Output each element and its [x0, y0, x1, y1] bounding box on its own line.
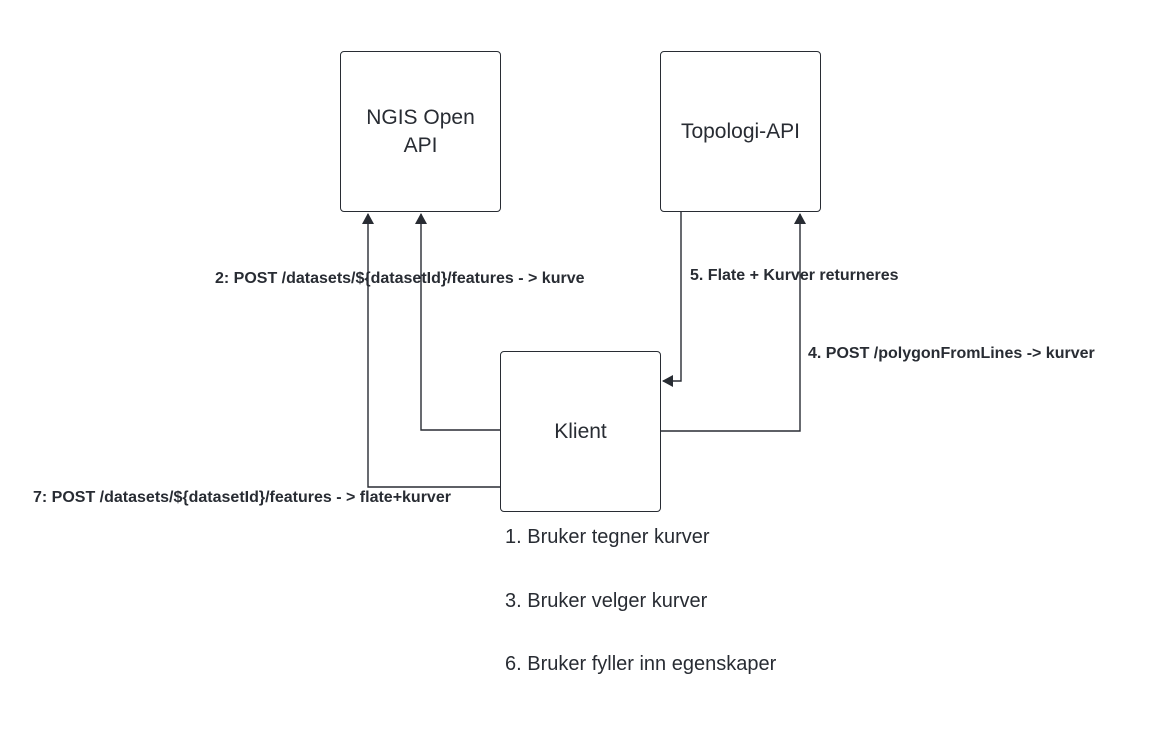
edge-7-connector: [362, 213, 500, 488]
step-3-text: 3. Bruker velger kurver: [505, 590, 708, 612]
node-topologi-label: Topologi-API: [680, 119, 801, 143]
step-6-text: 6. Bruker fyller inn egenskaper: [505, 653, 777, 675]
step-1-text: 1. Bruker tegner kurver: [505, 526, 710, 548]
edge-5-label: 5. Flate + Kurver returneres: [690, 267, 899, 284]
node-topologi-api: Topologi-API: [660, 51, 821, 212]
edge-2-label: 2: POST /datasets/${datasetId}/features …: [215, 270, 585, 287]
edge-5-connector: [662, 211, 682, 387]
edge-4-label: 4. POST /polygonFromLines -> kurver: [808, 345, 1095, 362]
edge-2-connector: [415, 213, 500, 431]
node-klient-label: Klient: [554, 419, 607, 443]
edge-4-connector: [660, 213, 806, 432]
node-ngis-label: NGIS Open API: [366, 105, 475, 157]
edge-7-label: 7: POST /datasets/${datasetId}/features …: [33, 489, 451, 506]
node-klient: Klient: [500, 351, 661, 512]
node-ngis-open-api: NGIS Open API: [340, 51, 501, 212]
